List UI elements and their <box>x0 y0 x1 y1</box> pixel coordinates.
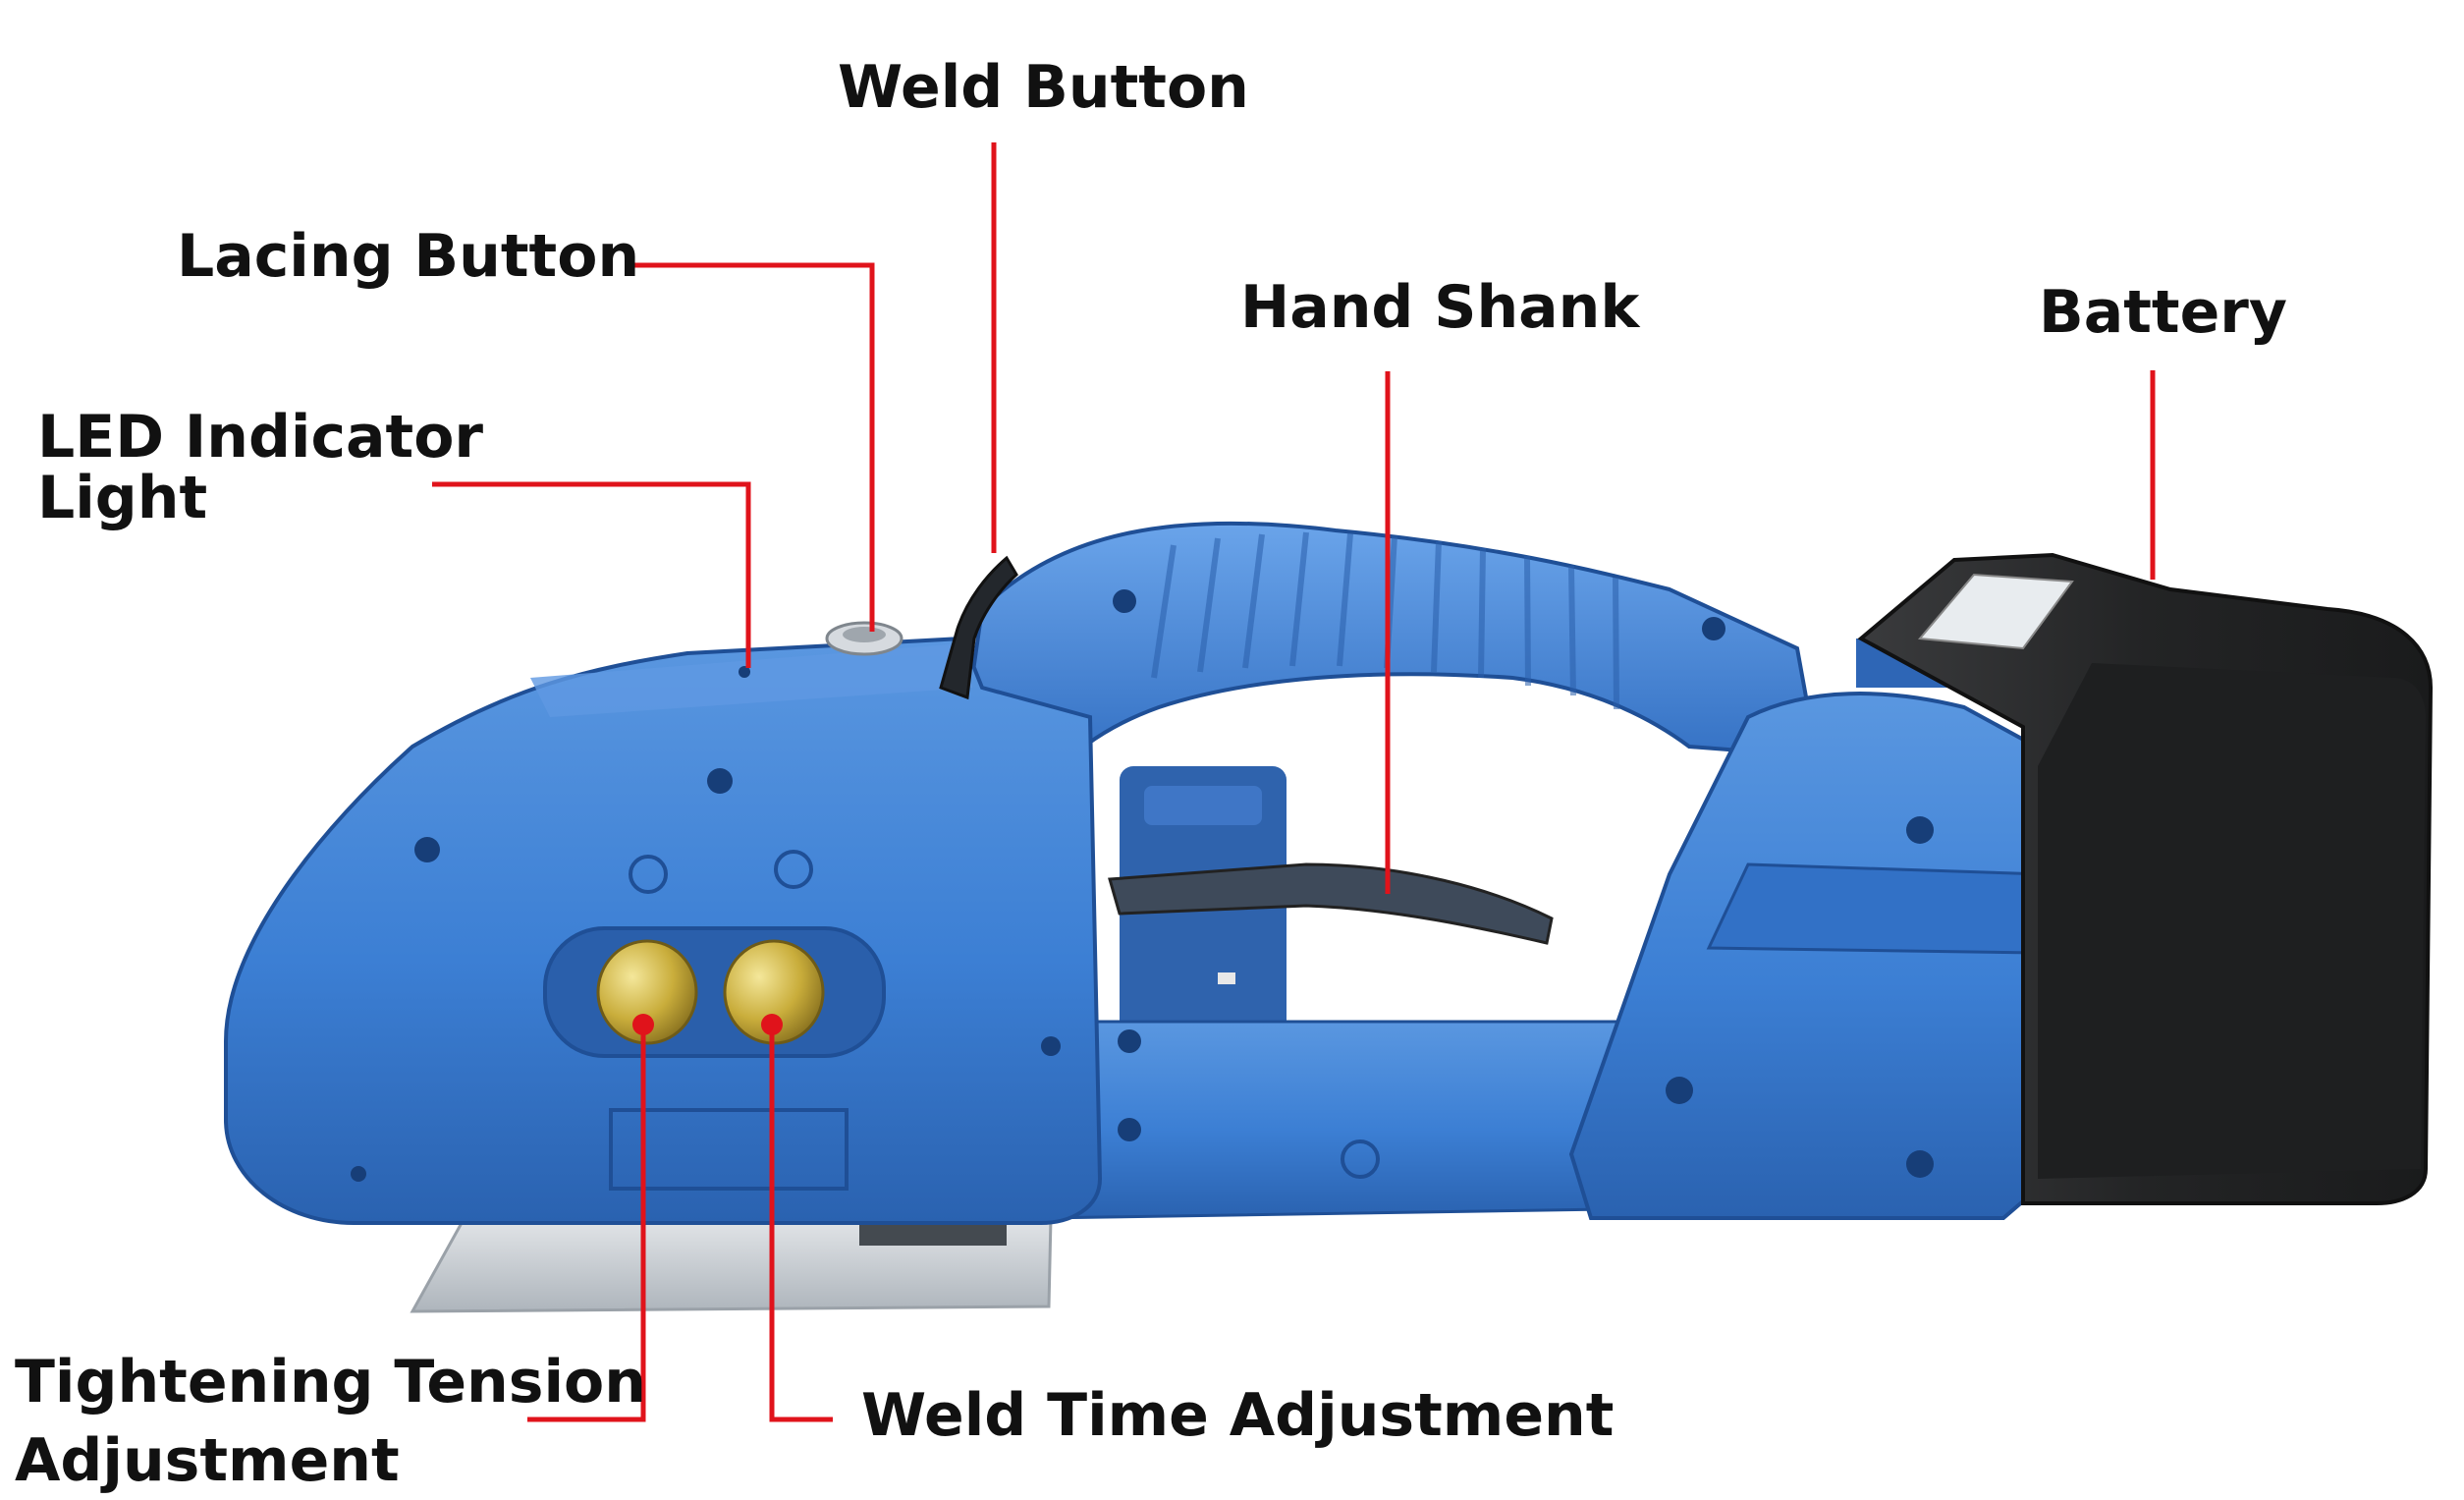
label-weld-time-adjustment: Weld Time Adjustment <box>861 1381 1615 1450</box>
lower-body <box>1039 1020 1671 1220</box>
label-tightening-tension-adjustment: Tightening Tension Adjustment <box>15 1343 646 1500</box>
tension-knob <box>596 939 698 1045</box>
label-weld-button: Weld Button <box>838 53 1249 122</box>
leader-weld-time-adjustment <box>769 1025 833 1422</box>
base-plate <box>410 1216 1053 1313</box>
label-led-line1: LED Indicator <box>37 403 484 472</box>
leader-led-light <box>432 481 751 668</box>
dot-tension <box>632 1014 654 1035</box>
label-led-line2: Light <box>37 464 208 532</box>
label-battery: Battery <box>2039 278 2287 347</box>
label-lacing-button: Lacing Button <box>177 222 640 291</box>
leader-lacing-button <box>629 262 875 632</box>
weld-button-lever <box>939 555 1018 700</box>
front-housing <box>224 636 1103 1225</box>
leader-tension-adjustment <box>527 1025 646 1422</box>
dot-weld-time <box>761 1014 783 1035</box>
label-tension-line1: Tightening Tension <box>15 1348 646 1417</box>
leader-lines <box>432 142 2156 1422</box>
battery-pack <box>1857 552 2434 1205</box>
label-hand-shank: Hand Shank <box>1240 273 1640 342</box>
label-led-indicator-light: LED Indicator Light <box>37 407 483 528</box>
lacing-button <box>825 621 903 656</box>
leader-dots <box>632 1014 783 1035</box>
label-tension-line2: Adjustment <box>15 1426 400 1495</box>
